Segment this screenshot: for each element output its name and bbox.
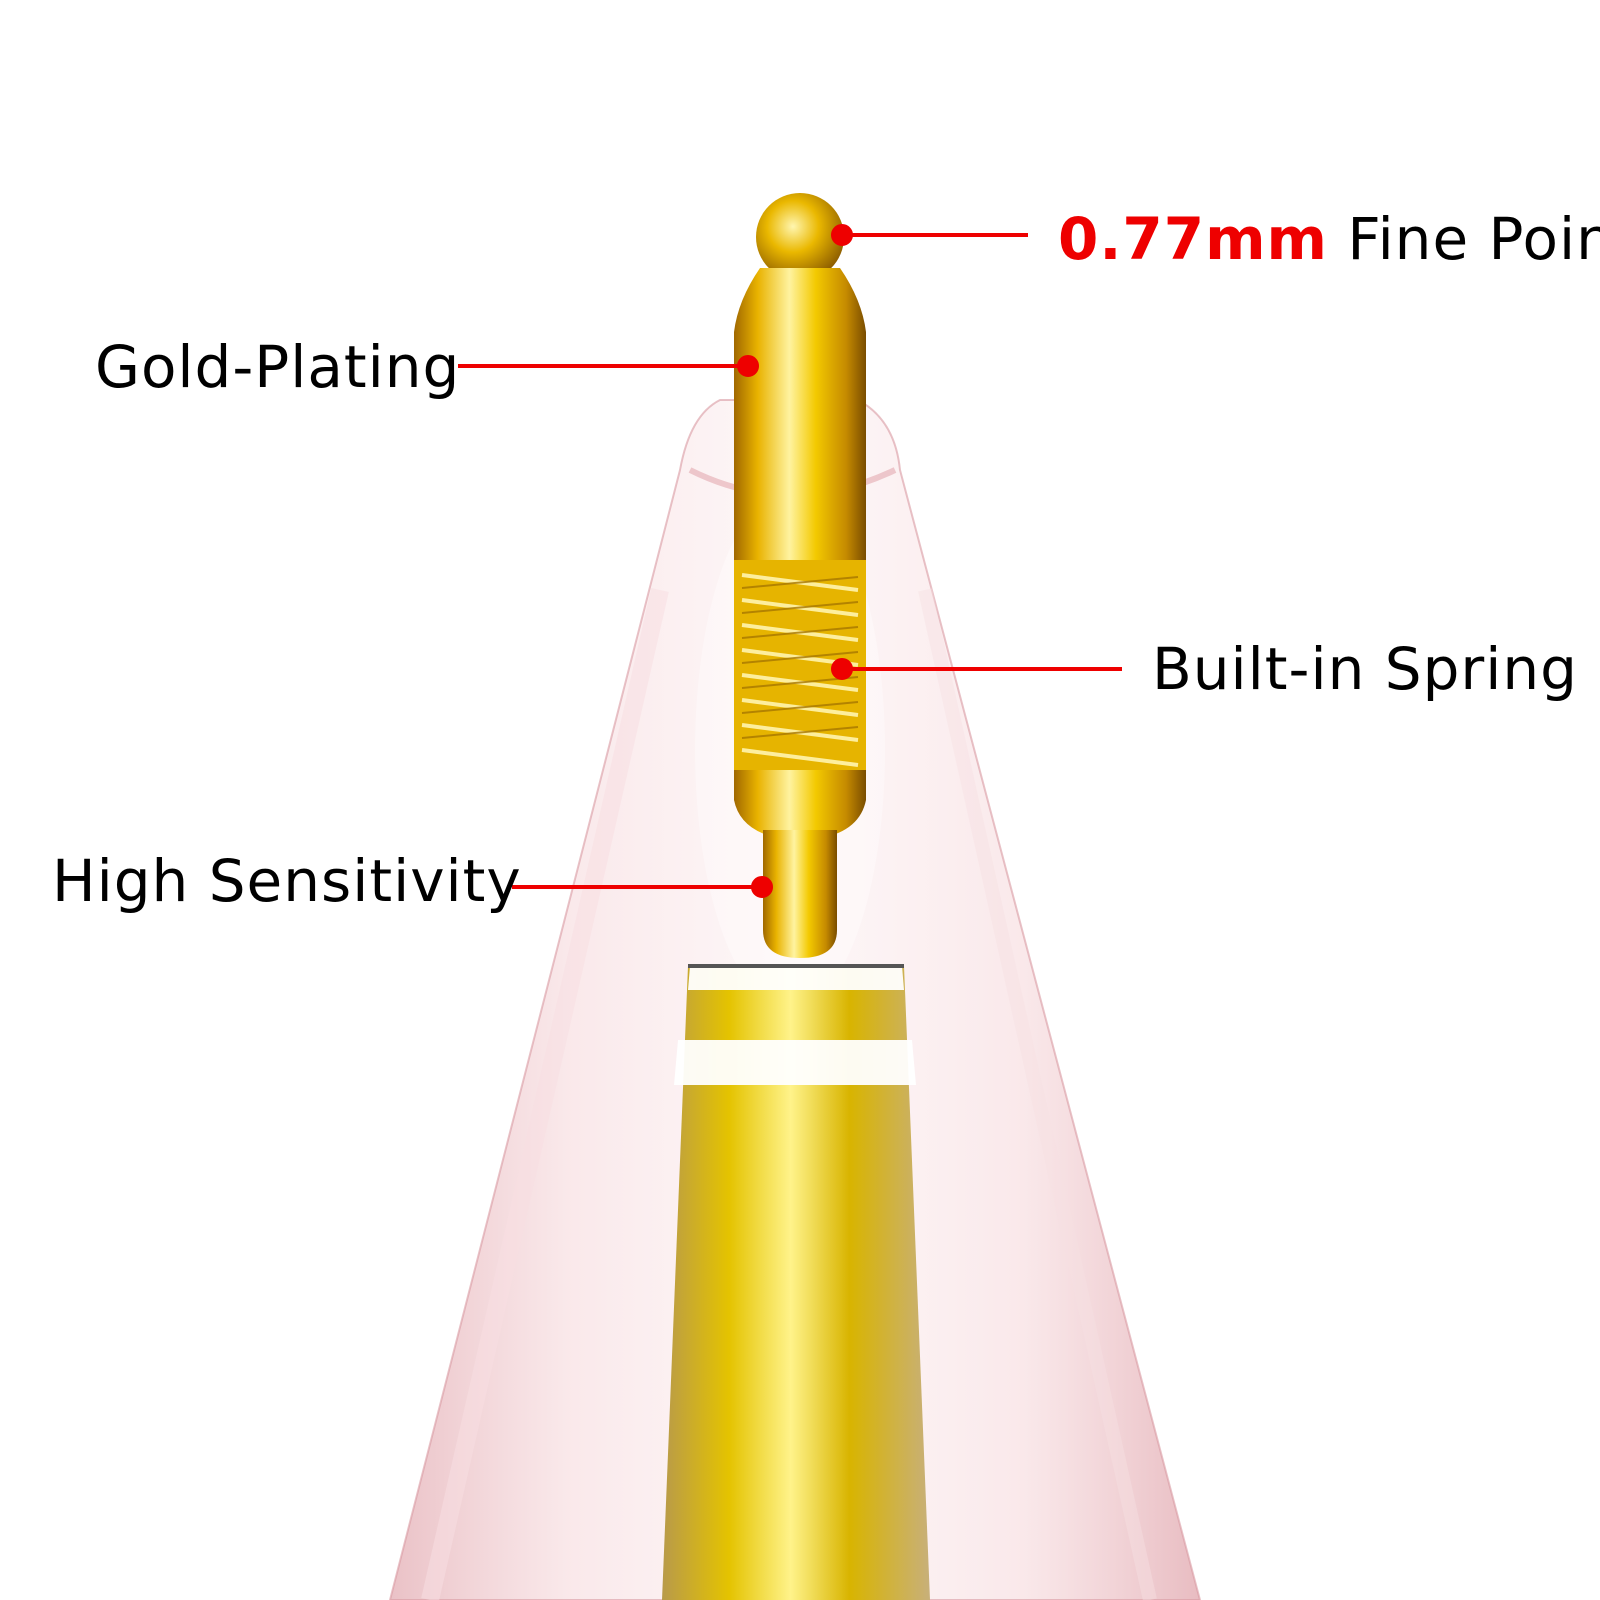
built-in-spring-label: Built-in Spring [1152, 635, 1578, 703]
callout-dot-icon [831, 658, 853, 680]
callout-dot-icon [831, 224, 853, 246]
fine-point-ball-icon [756, 193, 844, 281]
fine-point-label: 0.77mm Fine Point [1058, 210, 1600, 268]
fine-point-text: Fine Point [1347, 205, 1600, 273]
callout-lines [458, 224, 1122, 898]
callout-dot-icon [751, 876, 773, 898]
callout-dot-icon [737, 355, 759, 377]
gold-plating-label: Gold-Plating [95, 333, 461, 401]
gold-shaft [662, 964, 930, 1600]
sensitivity-pin-icon [763, 830, 837, 958]
fine-point-value: 0.77mm [1058, 205, 1328, 273]
high-sensitivity-label: High Sensitivity [52, 847, 522, 915]
